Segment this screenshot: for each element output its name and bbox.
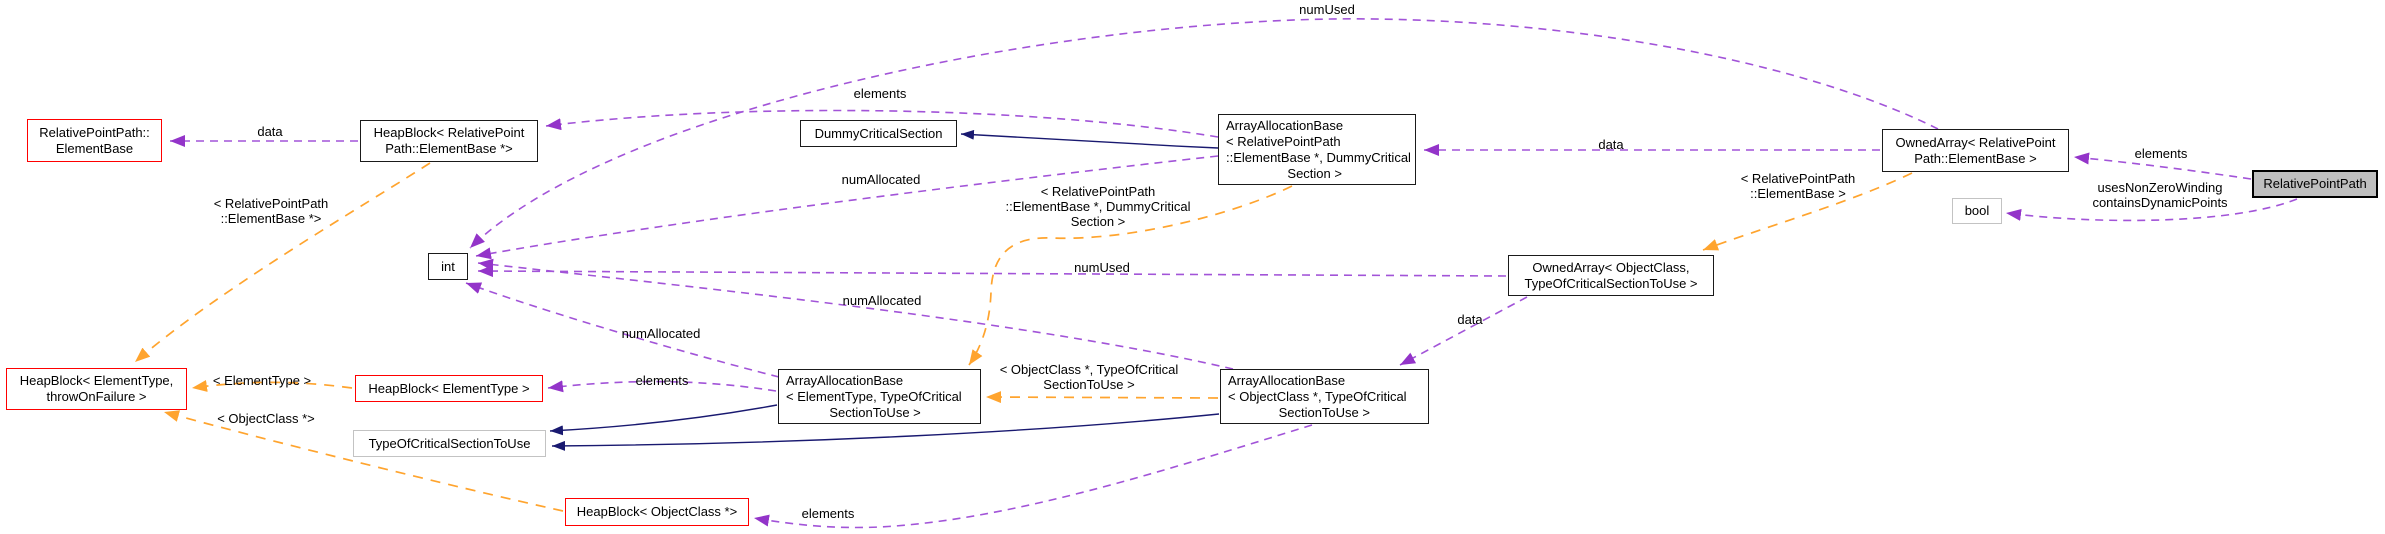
edge-inherit-aab-oc-to-typeofcriticalsection	[551, 413, 1220, 451]
node-dummycriticalsection[interactable]: DummyCriticalSection	[800, 120, 957, 147]
edge-label-tmpl-rpp: < RelativePointPath ::ElementBase >	[1740, 171, 1856, 201]
edge-label-tmpl-elementtype: < ElementType >	[212, 373, 312, 388]
edge-elements-rpp-to-ownedarray	[2073, 152, 2252, 180]
edge-label-elements-2: elements	[635, 373, 689, 388]
edge-label-data-1: data	[257, 124, 283, 139]
edge-tmpl-aab-oc-to-aab-generic	[985, 391, 1219, 404]
edge-label-elements-3: elements	[801, 506, 855, 521]
edge-inherit-aab-et-to-typeofcriticalsection	[549, 404, 778, 436]
node-arrayallocationbase-rpp[interactable]: ArrayAllocationBase < RelativePointPath …	[1218, 114, 1416, 185]
edge-label-elements-1: elements	[853, 86, 907, 101]
node-relativepointpath: RelativePointPath	[2252, 170, 2378, 198]
edge-numallocated-aab-et-to-int	[465, 282, 780, 378]
edge-tmpl-heapblock-et-to-heapblock-generic	[191, 380, 353, 392]
edge-label-data-2: data	[1598, 137, 1624, 152]
node-bool: bool	[1952, 198, 2002, 224]
edge-elements-aab-oc-to-heapblock-oc	[753, 424, 1313, 529]
edge-numused-ownedarray-oc-to-int	[477, 265, 1507, 278]
edge-label-data-3: data	[1457, 312, 1483, 327]
edge-tmpl-ownedarray-rpp-to-ownedarray-generic	[1702, 172, 1913, 251]
edge-flags-rpp-to-bool	[2005, 198, 2298, 222]
edge-label-tmpl-oc-type: < ObjectClass *, TypeOfCritical SectionT…	[999, 362, 1179, 392]
edge-label-elements-rpp: elements	[2134, 146, 2188, 161]
node-heapblock-elementtype[interactable]: HeapBlock< ElementType >	[355, 375, 543, 402]
edge-tmpl-heapblock-oc-to-heapblock-generic	[163, 410, 564, 512]
node-arrayallocationbase-oc[interactable]: ArrayAllocationBase < ObjectClass *, Typ…	[1220, 369, 1429, 424]
edge-tmpl-heapblock-rpp-to-heapblock-generic	[134, 162, 431, 363]
edge-label-tmpl-rpp-ptr: < RelativePointPath ::ElementBase *>	[213, 196, 329, 226]
edge-tmpl-aab-rpp-to-aab-generic	[968, 185, 1293, 366]
node-heapblock-relativepointpath[interactable]: HeapBlock< RelativePoint Path::ElementBa…	[360, 120, 538, 162]
node-relativepointpath-elementbase[interactable]: RelativePointPath:: ElementBase	[27, 119, 162, 162]
edge-label-tmpl-dummy: < RelativePointPath ::ElementBase *, Dum…	[1005, 184, 1191, 229]
edge-label-uses-flags: usesNonZeroWinding containsDynamicPoints	[2092, 180, 2228, 210]
edge-inherit-aab-rpp-to-dummycriticalsection	[960, 129, 1219, 149]
edge-numallocated-aab-rpp-to-int	[475, 155, 1219, 260]
edge-label-numallocated-1: numAllocated	[841, 172, 921, 187]
node-int: int	[428, 253, 468, 280]
edge-label-numallocated-2: numAllocated	[842, 293, 922, 308]
edge-numused-ownedarray-rpp-to-int	[469, 18, 1939, 249]
node-ownedarray-objectclass[interactable]: OwnedArray< ObjectClass, TypeOfCriticalS…	[1508, 255, 1714, 296]
edge-numallocated-aab-oc-to-int	[477, 258, 1234, 370]
node-arrayallocationbase-et[interactable]: ArrayAllocationBase < ElementType, TypeO…	[778, 369, 981, 424]
node-ownedarray-relativepointpath[interactable]: OwnedArray< RelativePoint Path::ElementB…	[1882, 129, 2069, 172]
edge-label-tmpl-objectclass-ptr: < ObjectClass *>	[217, 411, 315, 426]
edge-data-ownedarray-oc-to-aab-oc	[1399, 296, 1528, 366]
edge-elements-aab-rpp-to-heapblock	[545, 109, 1219, 138]
node-typeofcriticalsectiontouse: TypeOfCriticalSectionToUse	[353, 430, 546, 457]
edge-elements-aab-et-to-heapblock-et	[547, 380, 777, 393]
edge-label-numused-mid: numUsed	[1074, 260, 1130, 275]
node-heapblock-objectclass[interactable]: HeapBlock< ObjectClass *>	[565, 498, 749, 526]
edge-label-numused-top: numUsed	[1299, 2, 1355, 17]
edge-label-numallocated-3: numAllocated	[621, 326, 701, 341]
node-heapblock-elementtype-throw[interactable]: HeapBlock< ElementType, throwOnFailure >	[6, 368, 187, 410]
